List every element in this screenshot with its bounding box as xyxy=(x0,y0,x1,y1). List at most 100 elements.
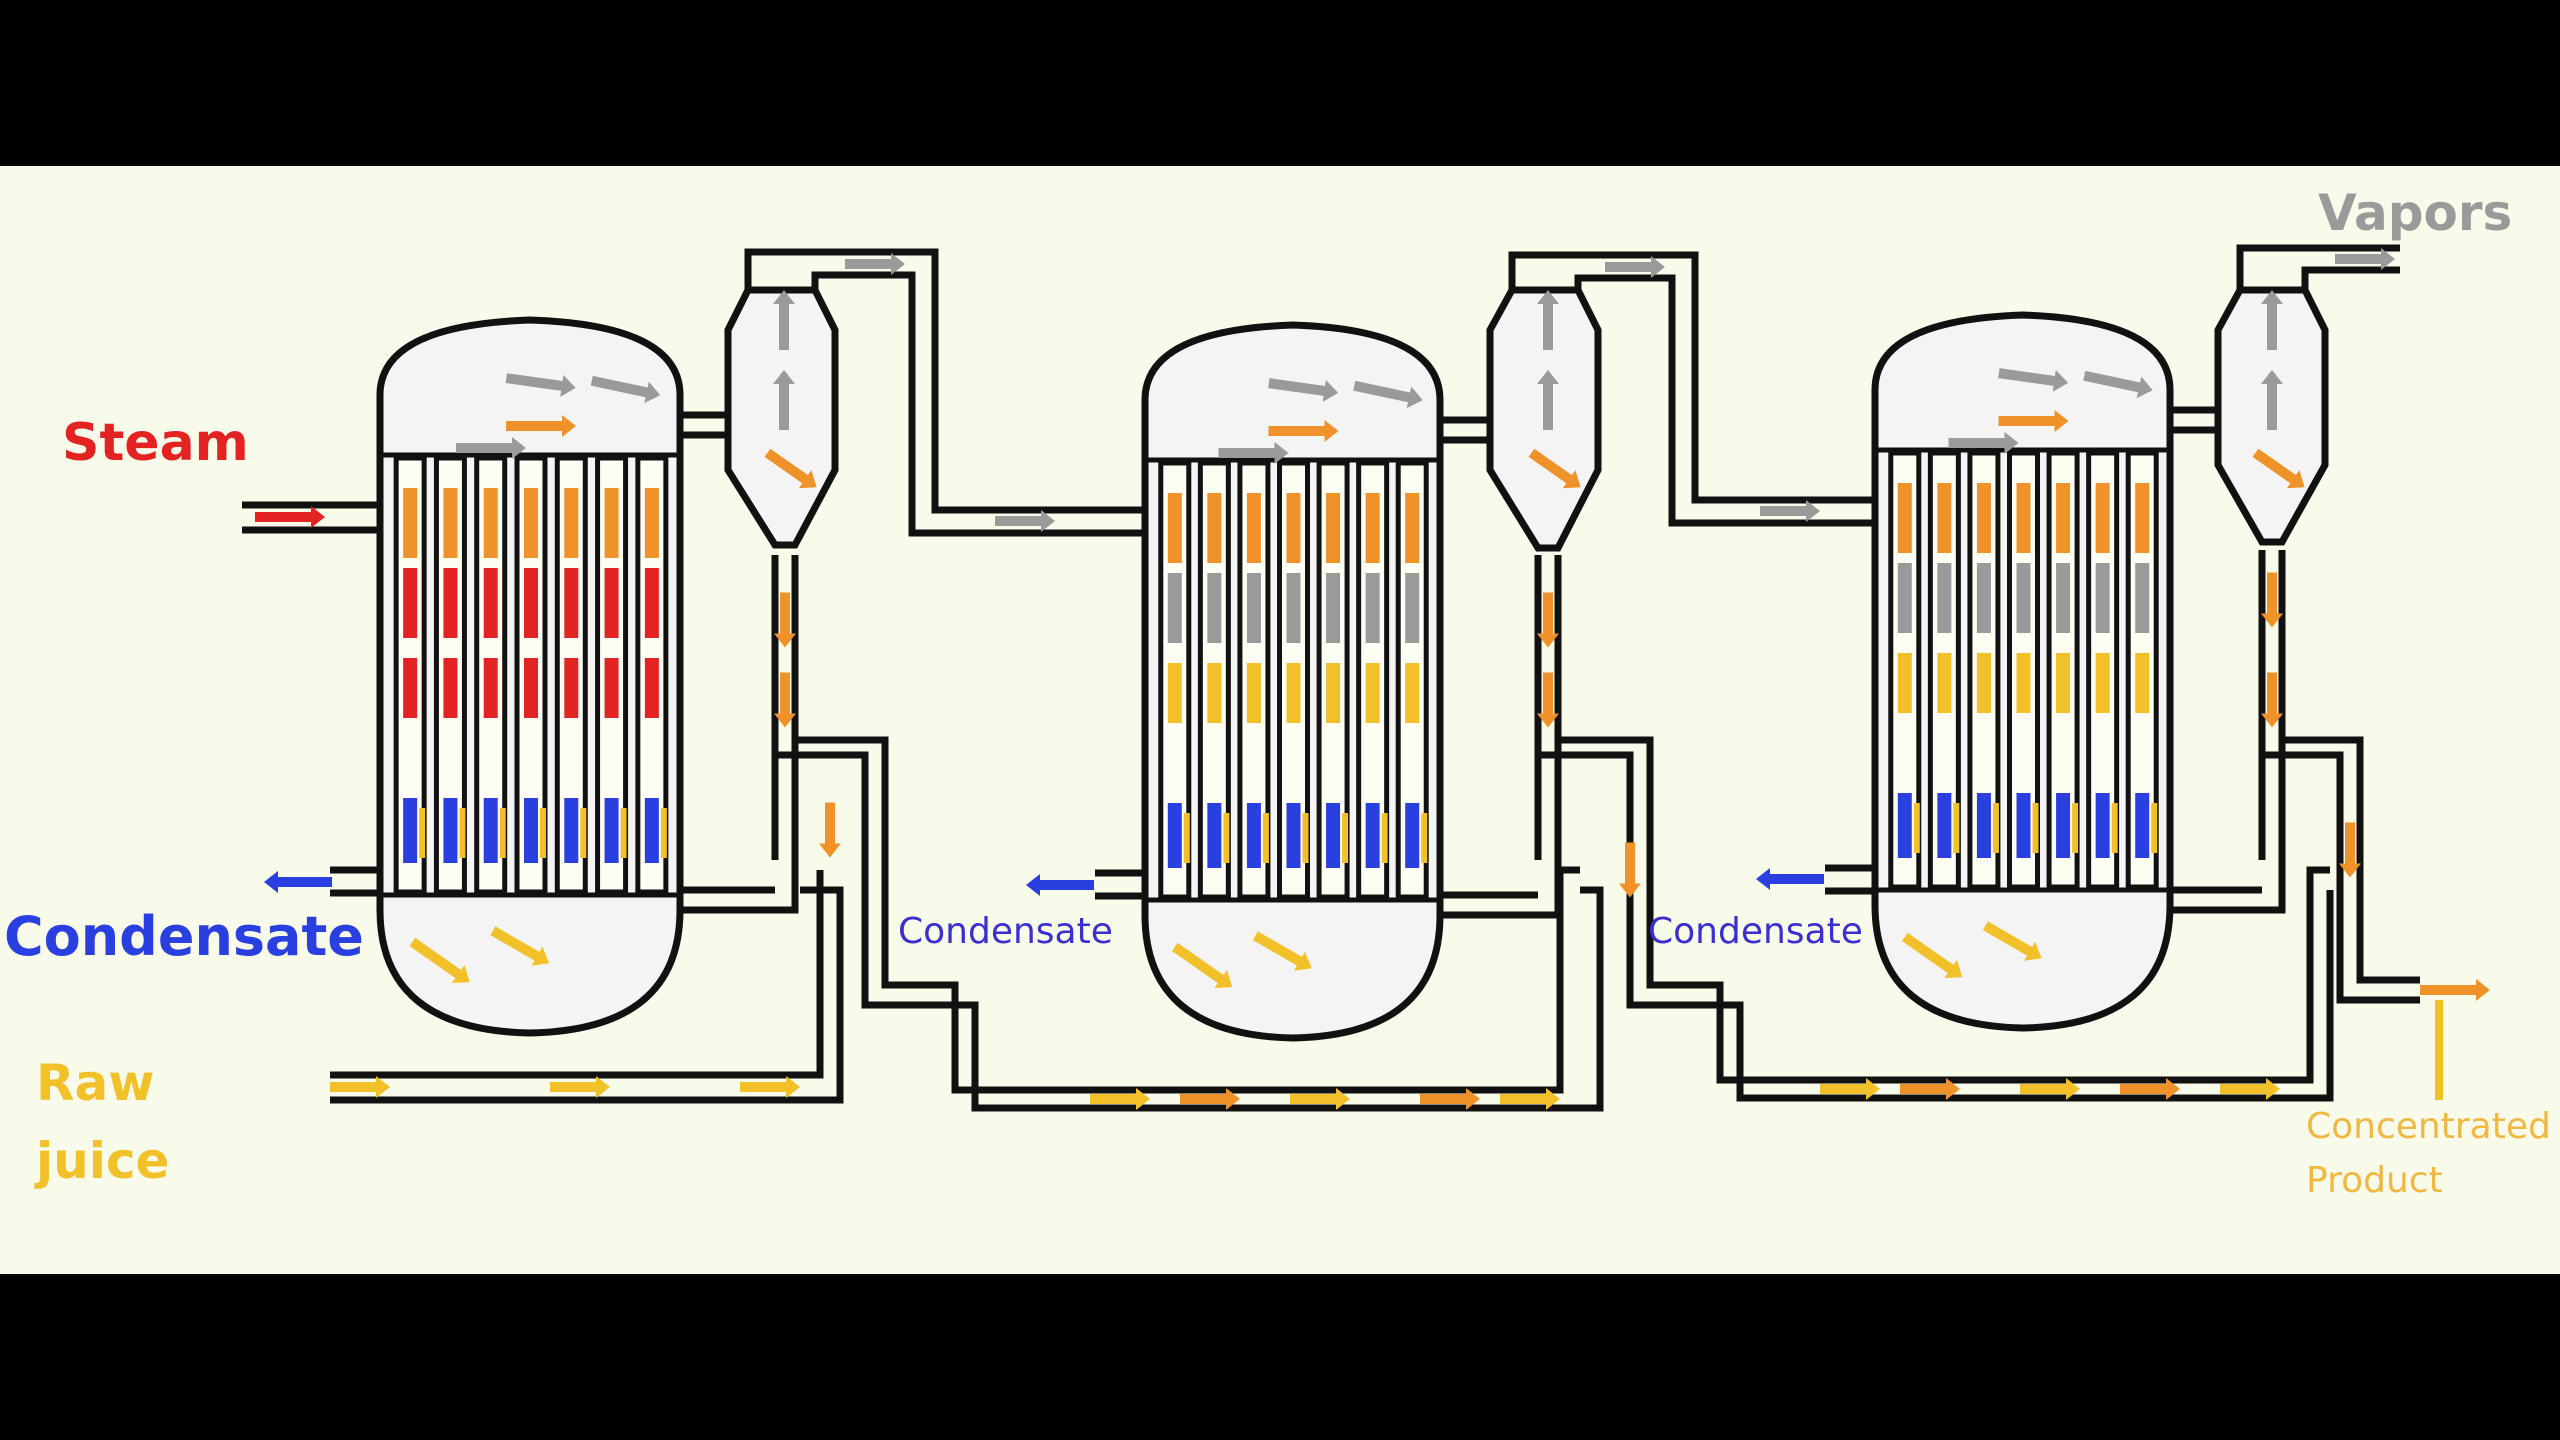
transfer-arrow-shaft xyxy=(1180,1094,1228,1104)
effect-3-tube-fluid xyxy=(1976,563,1991,633)
effect-2-tube-fluid xyxy=(1207,573,1222,643)
leg-arrow-shaft xyxy=(780,592,790,636)
effect-3-head-arrow xyxy=(1998,410,2069,432)
transfer-arrow-shaft xyxy=(1900,1084,1948,1094)
transfer-arrow-shaft xyxy=(1090,1094,1138,1104)
separator-arrow xyxy=(773,370,795,430)
leg-arrow xyxy=(1619,842,1641,898)
effect-2-tube-fluid xyxy=(1167,803,1182,868)
separator-arrow xyxy=(1528,448,1581,489)
leg-arrow-shaft xyxy=(780,672,790,716)
bottom-return-2 xyxy=(1440,740,1562,919)
effect-2-head-arrow-head xyxy=(1324,420,1339,442)
transfer-line-2 xyxy=(1538,736,2334,1102)
vapor-line-arrow-head xyxy=(2381,248,2395,270)
effect-3-tube-fluid xyxy=(2072,803,2079,853)
raw-juice-arrow-shaft xyxy=(740,1082,788,1092)
effect-2-tube-fluid xyxy=(1405,663,1420,723)
effect-2-head-arrow-shaft xyxy=(1268,426,1327,436)
effect-1-bottom-arrow-head xyxy=(451,965,470,984)
effect-1-tube-fluid xyxy=(644,488,659,558)
separator-arrow-shaft xyxy=(1528,448,1574,485)
effect-2-head-arrow xyxy=(1268,420,1339,442)
transfer-arrow-head xyxy=(1866,1078,1880,1100)
condensate-arrow-3 xyxy=(1756,868,1824,890)
vapor-line-arrow-shaft xyxy=(1605,262,1653,272)
steam-inlet-arrow-head xyxy=(311,506,325,528)
condensate-arrow-3-head xyxy=(1756,868,1770,890)
effect-3-tube-fluid xyxy=(2111,803,2118,853)
effect-3-head-arrow xyxy=(1948,432,2019,454)
effect-1-tube-fluid xyxy=(604,798,619,863)
effect-2-tube-fluid xyxy=(1286,803,1301,868)
raw-juice-arrow-head xyxy=(376,1076,390,1098)
effect-1-tube-fluid xyxy=(540,808,546,858)
transfer-arrow-head xyxy=(1226,1088,1240,1110)
effect-3-tube-fluid xyxy=(1953,803,1960,853)
steam-inlet-arrow xyxy=(255,506,325,528)
vapor-line-arrow-shaft xyxy=(1760,506,1808,516)
effect-3-head-arrow-head xyxy=(2052,370,2069,392)
head-to-sep-2 xyxy=(1440,416,1490,444)
effect-1-head-arrow xyxy=(590,375,661,404)
effect-2-tube-fluid xyxy=(1365,663,1380,723)
separator-arrow-head xyxy=(2286,470,2305,489)
effect-1-tube-fluid xyxy=(564,658,579,718)
separator-arrow-head xyxy=(1537,370,1559,384)
effect-3-tube-fluid xyxy=(1976,483,1991,553)
effect-1-tube-fluid xyxy=(403,488,418,558)
effect-2-bottom-arrow-head xyxy=(1214,970,1233,989)
effect-2-tube-fluid xyxy=(1207,803,1222,868)
transfer-arrow xyxy=(2120,1078,2180,1100)
separator-arrow-head xyxy=(773,290,795,304)
leg-arrow-shaft xyxy=(1543,672,1553,716)
transfer-arrow-shaft xyxy=(1500,1094,1548,1104)
effect-2-tube-fluid xyxy=(1326,803,1341,868)
raw-juice-label-line1: Raw xyxy=(36,1054,154,1112)
raw-juice-arrow xyxy=(740,1076,800,1098)
effect-1-tube-fluid xyxy=(644,658,659,718)
raw-juice-arrow-head xyxy=(786,1076,800,1098)
effect-1-tube-fluid xyxy=(403,568,418,638)
condensate-outlet-1 xyxy=(330,866,380,897)
leg-arrow-head xyxy=(819,843,841,858)
leg-arrow-head xyxy=(2261,613,2283,628)
effect-1-bottom-arrow xyxy=(490,926,550,966)
effect-3-head-arrow xyxy=(1998,368,2069,392)
separator-arrow xyxy=(2261,290,2283,350)
effect-1-head-arrow-shaft xyxy=(506,421,564,431)
effect-1-tube-fluid xyxy=(604,658,619,718)
effect-2-tube-fluid xyxy=(1365,573,1380,643)
product-arrow-head xyxy=(2476,979,2490,1001)
effect-1-bottom-arrow-shaft xyxy=(490,926,542,962)
effect-3-tube-fluid xyxy=(1937,563,1952,633)
effect-2-bottom-arrow xyxy=(1171,942,1233,989)
effect-3-head-arrow-shaft xyxy=(1998,416,2057,426)
separator-arrow-shaft xyxy=(2252,448,2298,485)
raw-juice-feed xyxy=(330,870,844,1104)
separator-arrow-shaft xyxy=(1543,302,1553,350)
transfer-arrow xyxy=(1420,1088,1480,1110)
effect-1-tube-fluid xyxy=(483,568,498,638)
leg-arrow-head xyxy=(1619,883,1641,898)
effect-1-bottom-arrow-shaft xyxy=(409,937,463,980)
separator-arrow xyxy=(773,290,795,350)
effect-3-tube-fluid xyxy=(2016,563,2031,633)
separator-arrow-head xyxy=(1537,290,1559,304)
effect-2-bottom-arrow xyxy=(1252,931,1312,971)
effect-2-bottom-arrow-head xyxy=(1294,951,1312,971)
effect-3-bottom-arrow-shaft xyxy=(1901,932,1956,975)
bottom-return-3 xyxy=(2170,740,2286,914)
effect-2-tube-fluid xyxy=(1246,803,1261,868)
effect-1-tube-fluid xyxy=(644,798,659,863)
transfer-arrow-shaft xyxy=(1420,1094,1468,1104)
effect-1-head-arrow-head xyxy=(644,381,661,404)
flow-arrows xyxy=(255,248,2490,1110)
condensate-label: Condensate xyxy=(4,905,364,968)
leg-arrow-head xyxy=(1537,713,1559,728)
effect-1-head-arrow-shaft xyxy=(505,373,565,392)
effect-2-tube-fluid xyxy=(1223,813,1230,863)
leg-arrow-shaft xyxy=(825,802,835,846)
raw-juice-arrow-shaft xyxy=(330,1082,378,1092)
effect-2-head-arrow-shaft xyxy=(1218,448,1277,458)
